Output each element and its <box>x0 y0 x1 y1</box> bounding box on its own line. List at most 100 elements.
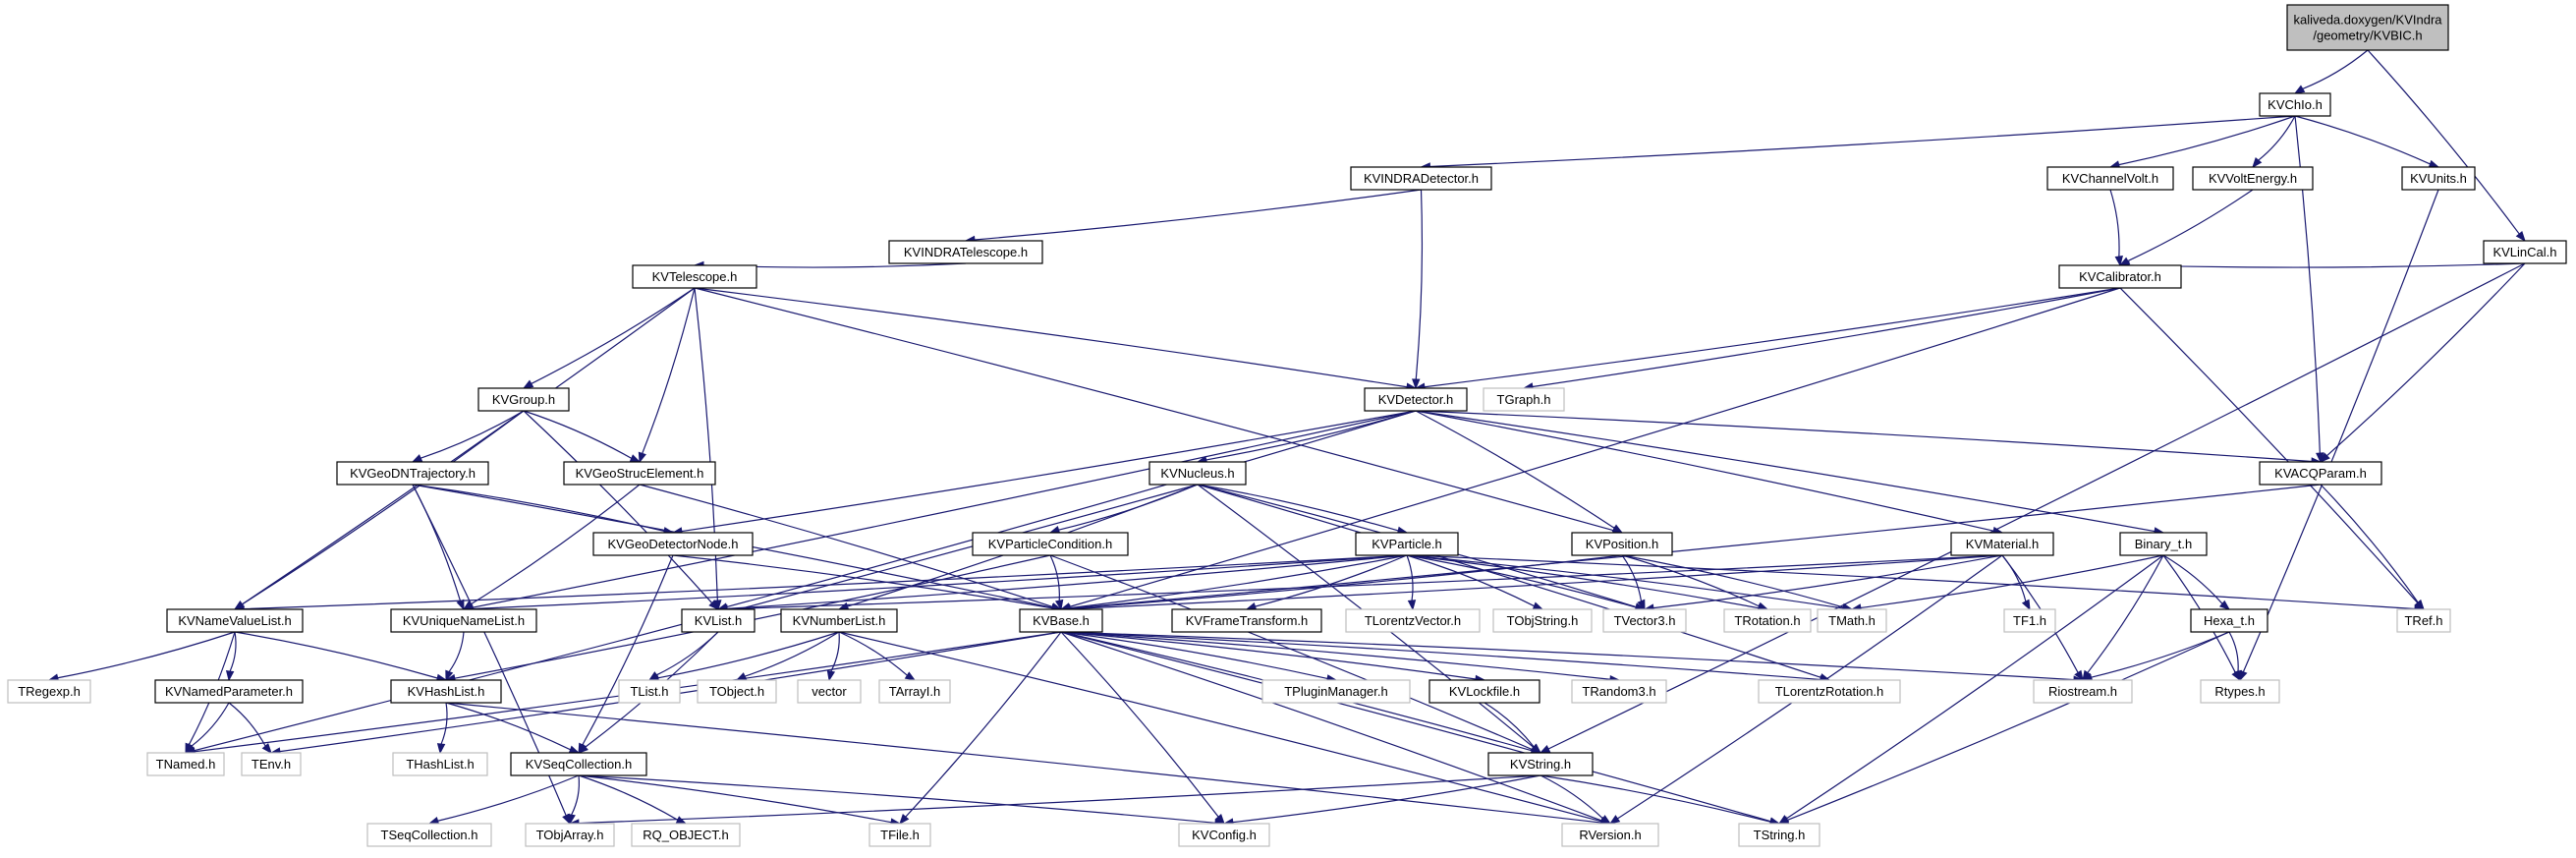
node-label: TRegexp.h <box>18 684 81 699</box>
edge-line <box>838 631 908 676</box>
node-kvchannelvolt[interactable]: KVChannelVolt.h <box>2046 166 2174 191</box>
node-kvlockfile[interactable]: KVLockfile.h <box>1428 679 1540 704</box>
arrowhead-icon <box>2515 230 2526 243</box>
edge-hexa-t-to-riostream <box>2081 631 2230 682</box>
edge-line <box>412 484 462 601</box>
node-binary-t[interactable]: Binary_t.h <box>2119 532 2208 556</box>
node-kvhashlist[interactable]: KVHashList.h <box>390 679 502 704</box>
node-label: TEnv.h <box>252 757 291 772</box>
edge-binary-t-to-hexa-t <box>2162 554 2231 610</box>
node-box <box>1171 608 1322 633</box>
node-kvseqcollection[interactable]: KVSeqCollection.h <box>510 752 647 776</box>
arrowhead-icon <box>567 813 576 826</box>
node-box <box>681 608 756 633</box>
node-label: KVPosition.h <box>1586 537 1658 551</box>
node-label: KVList.h <box>695 613 742 628</box>
node-kvnamevaluelist[interactable]: KVNameValueList.h <box>166 608 304 633</box>
edge-kvnumberlist-to-vector <box>826 631 840 682</box>
node-kvnumberlist[interactable]: KVNumberList.h <box>780 608 898 633</box>
edge-line <box>2302 49 2369 89</box>
node-tstring: TString.h <box>1738 823 1820 847</box>
node-kvindratelescope[interactable]: KVINDRATelescope.h <box>888 240 1043 264</box>
node-box <box>618 679 681 704</box>
edge-kvlockfile-to-kvstring <box>1484 702 1542 754</box>
edge-line <box>1060 631 1821 681</box>
node-kvdetector[interactable]: KVDetector.h <box>1364 387 1468 412</box>
node-kvlincal[interactable]: KVLinCal.h <box>2483 240 2567 264</box>
edge-line <box>1415 410 2313 463</box>
node-kvposition[interactable]: KVPosition.h <box>1571 532 1673 556</box>
edge-line <box>582 554 674 746</box>
node-tobjarray: TObjArray.h <box>525 823 615 847</box>
node-kvparticle[interactable]: KVParticle.h <box>1355 532 1459 556</box>
edge-kvnucleus-to-kvparticlecondition <box>1048 484 1199 535</box>
node-kvstring[interactable]: KVString.h <box>1487 752 1594 776</box>
edge-line <box>1484 702 1535 748</box>
node-hexa-t[interactable]: Hexa_t.h <box>2190 608 2268 633</box>
node-label: KVParticle.h <box>1372 537 1442 551</box>
node-box <box>1723 608 1812 633</box>
edge-kvvoltenergy-to-kvcalibrator <box>2118 189 2254 266</box>
edge-kvbase-to-tpluginmanager <box>1060 631 1338 683</box>
edge-line <box>1197 484 1821 678</box>
node-kvchio[interactable]: KVChIo.h <box>2259 92 2331 117</box>
node-riostream: Riostream.h <box>2033 679 2133 704</box>
edge-line <box>191 702 230 747</box>
edge-line <box>420 410 525 459</box>
edge-kvgroup-to-kvgeostrucelement <box>523 410 642 463</box>
node-tobjstring: TObjString.h <box>1492 608 1593 633</box>
edge-hexa-t-to-tstring <box>1777 631 2230 825</box>
node-kvindradetector[interactable]: KVINDRADetector.h <box>1350 166 1492 191</box>
edge-kvnamevaluelist-to-kvhashlist <box>234 631 448 683</box>
node-root[interactable]: kaliveda.doxygen/KVIndra/geometry/KVBIC.… <box>2286 4 2449 51</box>
node-label: Binary_t.h <box>2135 537 2193 551</box>
node-box <box>2259 92 2331 117</box>
node-kvnamedparameter[interactable]: KVNamedParameter.h <box>154 679 304 704</box>
node-label: TF1.h <box>2013 613 2046 628</box>
node-box <box>2286 4 2449 51</box>
edge-line <box>445 702 571 751</box>
edge-kvnumberlist-to-rversion <box>838 631 1612 826</box>
edge-line <box>1406 554 1535 607</box>
node-kvunits[interactable]: KVUnits.h <box>2401 166 2476 191</box>
node-kvframetransform[interactable]: KVFrameTransform.h <box>1171 608 1322 633</box>
edge-line <box>1415 410 1615 529</box>
node-kvlist[interactable]: KVList.h <box>681 608 756 633</box>
edge-line <box>1060 631 1477 680</box>
node-kvcalibrator[interactable]: KVCalibrator.h <box>2058 264 2182 289</box>
edge-line <box>1060 631 1219 818</box>
node-kvuniquenamelist[interactable]: KVUniqueNameList.h <box>390 608 537 633</box>
node-kvtelescope[interactable]: KVTelescope.h <box>632 264 757 289</box>
edge-line <box>1406 554 1844 609</box>
node-box <box>797 679 862 704</box>
node-kvparticlecondition[interactable]: KVParticleCondition.h <box>972 532 1129 556</box>
node-box <box>1492 608 1593 633</box>
node-kvgeodntrajectory[interactable]: KVGeoDNTrajectory.h <box>336 461 489 486</box>
edge-line <box>2001 554 2027 602</box>
node-box <box>780 608 898 633</box>
edge-line <box>471 484 641 605</box>
node-kvmaterial[interactable]: KVMaterial.h <box>1950 532 2054 556</box>
node-kvgroup[interactable]: KVGroup.h <box>477 387 570 412</box>
node-kvvoltenergy[interactable]: KVVoltEnergy.h <box>2192 166 2314 191</box>
node-kvgeodetectornode[interactable]: KVGeoDetectorNode.h <box>592 532 754 556</box>
node-kvacqparam[interactable]: KVACQParam.h <box>2259 461 2382 486</box>
edge-line <box>639 484 1053 608</box>
node-kvbase[interactable]: KVBase.h <box>1019 608 1103 633</box>
node-label: TObject.h <box>709 684 764 699</box>
node-label: KVMaterial.h <box>1966 537 2039 551</box>
node-box <box>878 679 951 704</box>
edge-line <box>1406 554 1414 601</box>
edge-binary-t-to-tmath <box>1850 554 2164 612</box>
node-box <box>1758 679 1901 704</box>
edge-line <box>1415 410 2156 533</box>
arrowhead-icon <box>837 601 850 610</box>
node-kvgeostrucelement[interactable]: KVGeoStrucElement.h <box>563 461 716 486</box>
node-box <box>1487 752 1594 776</box>
arrowhead-icon <box>826 669 836 682</box>
node-label: KVLinCal.h <box>2492 245 2556 259</box>
node-kvnucleus[interactable]: KVNucleus.h <box>1148 461 1247 486</box>
edge-line <box>726 554 1408 609</box>
edge-line <box>1197 484 1399 532</box>
